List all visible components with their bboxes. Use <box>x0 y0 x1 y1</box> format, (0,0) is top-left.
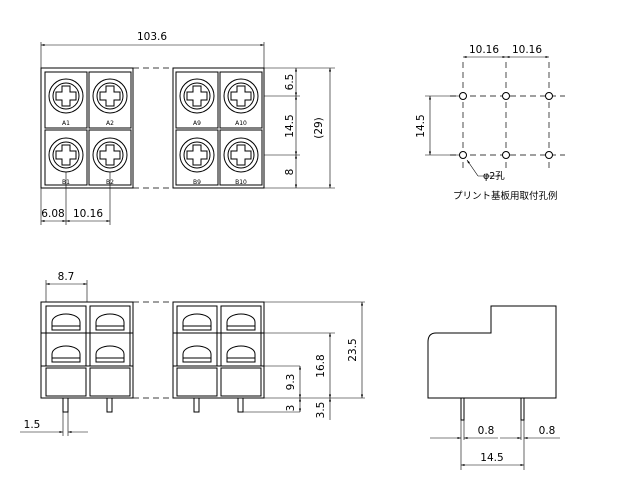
dim-overall-width: 103.6 <box>137 31 167 43</box>
dim-height-3: 23.5 <box>347 338 359 361</box>
dim-pin-length-2: 3.5 <box>315 402 327 419</box>
dim-row-pitch: 14.5 <box>284 114 296 137</box>
mounting-hole <box>545 151 553 159</box>
dim-pin-width-2: 0.8 <box>539 425 556 437</box>
top-view: 103.6 <box>40 31 335 225</box>
screw-head-icon <box>226 345 256 363</box>
hole-pattern-caption: プリント基板用取付孔例 <box>453 190 558 202</box>
terminal-label-b10: B10 <box>235 179 247 186</box>
terminal-label-a2: A2 <box>106 120 114 127</box>
dim-pin-length: 3 <box>285 405 297 412</box>
screw-head-icon <box>95 313 125 331</box>
mounting-hole <box>545 92 553 100</box>
screw-icon <box>179 137 215 173</box>
terminal-label-b9: B9 <box>193 179 201 186</box>
dim-pin-span: 14.5 <box>480 452 503 464</box>
dim-height-1: 9.3 <box>285 374 297 391</box>
screw-head-icon <box>226 313 256 331</box>
screw-head-icon <box>182 313 212 331</box>
pin <box>237 397 244 413</box>
mounting-hole <box>459 92 467 100</box>
pin <box>460 397 465 421</box>
dim-top-offset: 6.5 <box>284 74 296 91</box>
terminal-label-a9: A9 <box>193 120 201 127</box>
side-view: 0.8 0.8 14.5 <box>427 305 560 470</box>
dim-bottom-offset: 8 <box>284 169 296 176</box>
hole-diameter-note: φ2孔 <box>483 171 505 182</box>
front-view: 8.7 <box>20 271 365 436</box>
screw-icon <box>92 78 128 114</box>
mounting-hole <box>502 92 510 100</box>
terminal-label-a10: A10 <box>235 120 247 127</box>
screw-icon <box>223 78 259 114</box>
mounting-hole <box>502 151 510 159</box>
pin <box>520 397 525 421</box>
dim-pitch: 10.16 <box>73 208 103 220</box>
pin <box>62 397 69 413</box>
screw-head-icon <box>51 345 81 363</box>
screw-icon <box>92 137 128 173</box>
dim-pin-width-1: 0.8 <box>478 425 495 437</box>
screw-icon <box>223 137 259 173</box>
terminal-label-a1: A1 <box>62 120 70 127</box>
screw-icon <box>48 78 84 114</box>
screw-head-icon <box>51 313 81 331</box>
pin <box>106 397 113 413</box>
dim-overall-height: (29) <box>313 117 325 139</box>
screw-head-icon <box>95 345 125 363</box>
dim-pin-offset: 1.5 <box>24 419 41 431</box>
screw-head-icon <box>182 345 212 363</box>
dim-hole-pitch-b: 10.16 <box>512 44 542 56</box>
dim-terminal-width: 8.7 <box>58 271 75 283</box>
pin <box>193 397 200 413</box>
dim-edge-to-first: 6.08 <box>41 208 64 220</box>
dim-hole-row-pitch: 14.5 <box>415 114 427 137</box>
dim-hole-pitch-a: 10.16 <box>469 44 499 56</box>
dim-height-2: 16.8 <box>315 354 327 377</box>
mounting-hole <box>459 151 467 159</box>
hole-pattern-view: 10.16 10.16 14.5 φ2孔 プリント基板用取付孔例 <box>415 44 565 202</box>
screw-icon <box>179 78 215 114</box>
screw-icon <box>48 137 84 173</box>
